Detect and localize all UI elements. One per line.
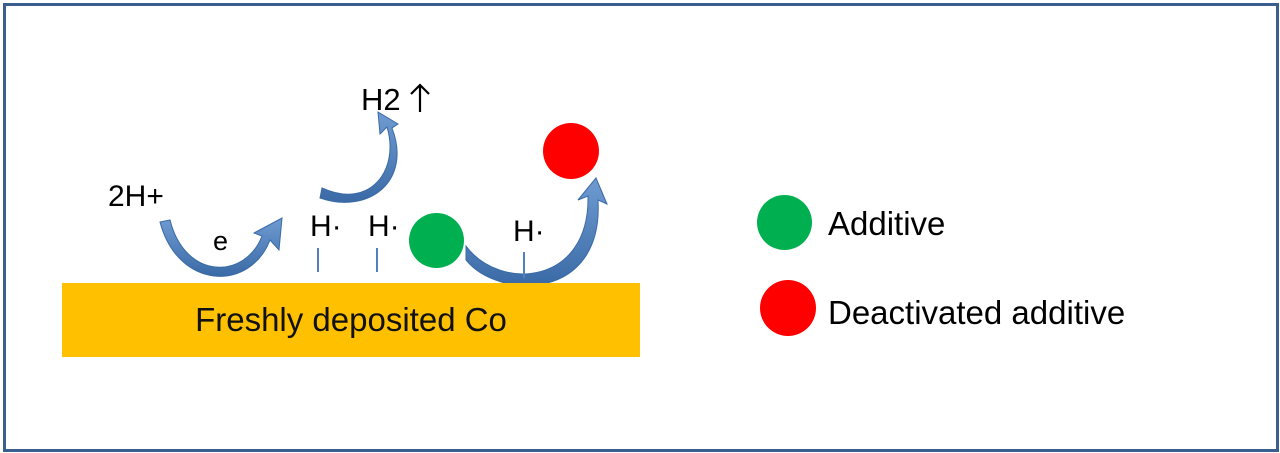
- legend-deactivated-swatch: [760, 280, 816, 336]
- cobalt-surface: Freshly deposited Co: [62, 283, 640, 357]
- electron-transfer-arrow: [159, 217, 283, 277]
- protons-label: 2H+: [108, 180, 164, 213]
- hydrogen-gas-label: H2: [361, 82, 431, 115]
- legend-additive-swatch: [757, 195, 812, 250]
- cobalt-surface-label: Freshly deposited Co: [195, 301, 507, 338]
- legend-deactivated-label: Deactivated additive: [828, 294, 1126, 331]
- hydrogen-gas-text: H2: [361, 82, 401, 117]
- surface-bond-1: [317, 248, 319, 272]
- deactivated-additive-molecule: [543, 123, 599, 179]
- h2-evolution-arrow: [319, 111, 399, 203]
- additive-molecule: [409, 213, 464, 268]
- legend-additive-label: Additive: [828, 205, 946, 242]
- h-adsorbed-1: H·: [310, 210, 342, 243]
- h-adsorbed-3: H·: [513, 215, 545, 248]
- surface-bond-3: [523, 252, 525, 278]
- h-adsorbed-2: H·: [368, 210, 400, 243]
- electron-label: e: [213, 226, 229, 256]
- diagram-frame: [3, 3, 1279, 452]
- up-arrow-icon: [410, 83, 431, 112]
- surface-bond-2: [376, 248, 378, 272]
